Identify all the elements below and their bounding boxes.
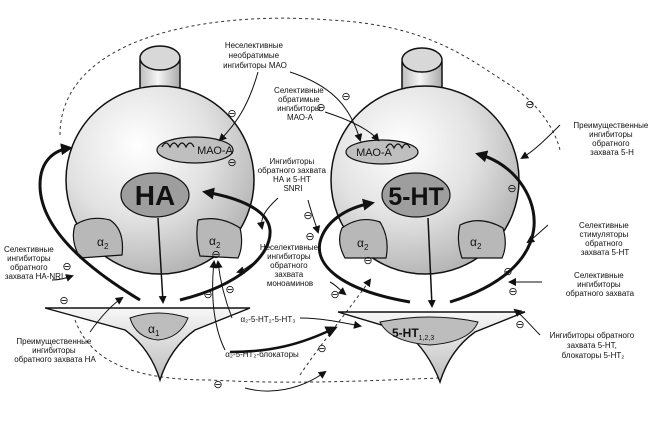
arrow-predominant-5ht: [520, 124, 561, 160]
right-alpha2-pocket-right: [457, 220, 506, 259]
right-mao-a-coil: [385, 143, 411, 150]
right-5ht-receptor-label: 5-НТ1,2,3: [392, 326, 434, 342]
right-neuron-5ht: МАО-А 5-НТ α2 α2: [330, 47, 520, 275]
right-reuptake-loop-inner: [317, 198, 411, 304]
arrow-predominant-na: [89, 296, 124, 333]
arrow-snri-left: [256, 197, 279, 230]
right-5ht-ellipse: [381, 172, 451, 218]
inhibit-marker: ⊖: [227, 157, 236, 169]
inhibit-marker: ⊖: [227, 108, 236, 120]
right-mao-a-capsule: [345, 139, 419, 165]
arrow-nonselective-reuptake-left: [236, 261, 256, 275]
label-alpha2-blockers: α₂-5-НТ₂-блокаторы: [225, 350, 299, 359]
right-mao-a-label: МАО-А: [356, 147, 392, 159]
inhibit-marker: ⊖: [59, 295, 68, 307]
arrow-selective-nri: [51, 274, 74, 282]
label-selective-stimulators: Селективные стимуляторы обратного захват…: [579, 221, 631, 257]
left-mao-a-coil: [161, 142, 195, 149]
inhibit-marker: ⊖: [515, 319, 524, 331]
left-alpha1-pocket: [129, 312, 189, 341]
right-axon-top: [401, 47, 443, 73]
dashed-loop-bottom: [74, 319, 441, 383]
arrow-alpha2-antag: [214, 260, 233, 319]
inhibit-marker: ⊖: [213, 379, 222, 391]
label-nonselective-mao: Неселективные необратимые ингибиторы МАО: [223, 41, 287, 70]
right-neuron-label: 5-НТ: [388, 183, 444, 211]
inhibit-marker: ⊖: [303, 210, 312, 222]
right-reuptake-loop-outer: [449, 150, 536, 304]
right-alpha2-a: α2: [357, 236, 369, 252]
inhibit-marker: ⊖: [203, 289, 212, 301]
left-alpha2-b: α2: [209, 234, 221, 250]
label-reuptake-na-5ht: Ингибиторы обратного захвата НА и 5-НТ S…: [258, 157, 329, 193]
inhibit-marker: ⊖: [330, 289, 339, 301]
label-reuptake-5ht-blockers: Ингибиторы обратного захвата 5-НТ, блока…: [550, 331, 637, 360]
label-alpha2-antagonists: α₂-5-НТ₂-5-НТ₃: [241, 315, 296, 324]
left-alpha1-label: α1: [148, 322, 160, 338]
arrow-nonselective-mao: [218, 71, 259, 142]
left-na-ellipse: [120, 172, 190, 218]
left-mao-a-label: МАО-А: [197, 145, 233, 157]
arrow-bottom-left-loop: [244, 370, 327, 392]
inhibit-marker: ⊖: [62, 261, 71, 273]
left-axon-top: [139, 45, 181, 71]
right-alpha2-pocket-left: [339, 218, 388, 259]
inhibit-marker: ⊖: [507, 183, 516, 195]
arrow-selective-stimulators: [526, 224, 549, 244]
left-alpha2-pocket-right: [196, 218, 243, 259]
inhibit-marker: ⊖: [503, 266, 512, 278]
label-nonselective-reuptake: Неселективные ингибиторы обратного захва…: [260, 243, 320, 288]
inhibit-marker: ⊖: [508, 286, 517, 298]
inhibit-marker: ⊖: [363, 255, 372, 267]
left-reuptake-loop-outer: [38, 143, 141, 302]
right-alpha2-b: α2: [470, 235, 482, 251]
arrow-alpha2-antag-right: [299, 317, 362, 329]
label-predominant-na: Преимущественные ингибиторы обратного за…: [14, 337, 96, 364]
inhibit-marker: ⊖: [525, 99, 534, 111]
right-release-arrow: [427, 217, 436, 308]
inhibit-marker: ⊖: [341, 91, 350, 103]
left-neuron-label: НА: [135, 180, 175, 211]
right-5ht-pocket: [379, 316, 479, 346]
arrow-nonselective-reuptake-right: [329, 281, 347, 296]
label-selective-nri: Селективные ингибиторы обратного захвата…: [4, 245, 63, 281]
bottom-cross-arrow-left: [229, 326, 338, 354]
inhibit-marker: ⊖: [317, 343, 326, 355]
inhibit-marker: ⊖: [316, 102, 325, 114]
left-postsynaptic-terminal: [44, 307, 251, 383]
left-reuptake-loop-inner: [179, 187, 272, 302]
arrow-nonselective-mao-right: [289, 71, 363, 142]
arrow-reuptake-5ht-blockers: [513, 308, 541, 336]
left-alpha2-pocket-left: [72, 217, 124, 259]
inhibition-markers: ⊖ ⊖ ⊖ ⊖ ⊖ ⊖ ⊖ ⊖ ⊖ ⊖ ⊖ ⊖ ⊖ ⊖ ⊖ ⊖ ⊖ ⊖ ⊖ ⊖: [59, 91, 534, 391]
left-alpha2-a: α2: [97, 235, 109, 251]
label-selective-ssri: Селективные ингибиторы обратного захвата: [566, 271, 635, 298]
arrow-selective-mao-a: [324, 111, 380, 142]
left-release-arrow: [157, 217, 167, 304]
arrow-snri-right: [307, 199, 321, 234]
inhibit-marker: ⊖: [225, 284, 234, 296]
inhibit-marker: ⊖: [211, 249, 220, 261]
label-predominant-5ht: Преимущественные ингибиторы обратного за…: [573, 121, 650, 157]
inhibit-marker: ⊖: [305, 231, 314, 243]
arrow-alpha2-blockers: [209, 260, 226, 351]
label-selective-mao-a: Селективные обратимые ингибиторы МАО-А: [274, 86, 326, 122]
left-neuron-na: МАО-А НА α2 α2: [65, 45, 255, 275]
